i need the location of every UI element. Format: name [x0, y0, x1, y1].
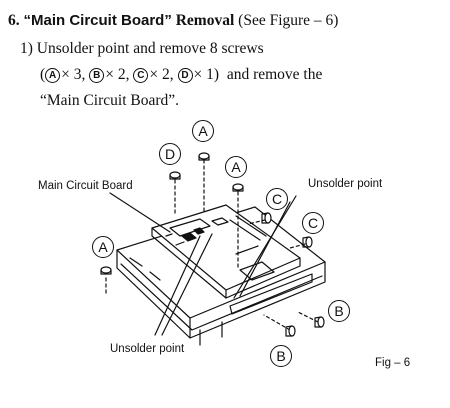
- open-paren: (: [40, 66, 46, 83]
- callout-c-upper: C: [266, 188, 288, 210]
- callout-d-top: D: [159, 143, 181, 165]
- callout-a-top: A: [192, 120, 214, 142]
- section-subtitle: Removal: [175, 12, 235, 29]
- figure-caption: Fig – 6: [375, 357, 411, 369]
- section-title: “Main Circuit Board”: [23, 12, 172, 29]
- screw-b-symbol: B: [89, 68, 105, 83]
- leader-lines: [109, 192, 297, 336]
- label-unsolder-point-bottom: Unsolder point: [110, 343, 185, 355]
- step-line-2: (A× 3, B× 2, C× 2, D× 1) and remove the: [40, 66, 322, 84]
- screw-icons: [100, 152, 325, 337]
- section-heading: 6. “Main Circuit Board” Removal (See Fig…: [8, 12, 338, 30]
- step-text-b: and remove the: [226, 66, 323, 83]
- step-text-a: Unsolder point and remove 8 screws: [36, 40, 264, 57]
- step-line-1: 1) Unsolder point and remove 8 screws: [20, 40, 264, 58]
- callout-a-middle: A: [225, 156, 247, 178]
- section-number: 6.: [8, 12, 20, 29]
- callout-c-lower: C: [302, 212, 324, 234]
- screw-a-symbol: A: [45, 68, 61, 83]
- callout-b-bottom: B: [270, 345, 292, 367]
- callout-a-left: A: [92, 236, 114, 258]
- figure-reference: (See Figure – 6): [238, 12, 339, 29]
- callout-b-right: B: [328, 300, 350, 322]
- screw-paths: [105, 159, 319, 331]
- step-line-3: “Main Circuit Board”.: [40, 92, 179, 110]
- screw-c-symbol: C: [133, 68, 149, 83]
- step-text-c: “Main Circuit Board”.: [40, 92, 180, 109]
- screw-b-count: × 2,: [105, 66, 130, 83]
- screw-c-count: × 2,: [149, 66, 174, 83]
- screw-a-count: × 3,: [61, 66, 86, 83]
- label-unsolder-point-right: Unsolder point: [308, 178, 383, 190]
- step-number: 1): [20, 40, 33, 57]
- screw-d-count: × 1): [193, 66, 220, 83]
- screw-d-symbol: D: [177, 68, 193, 83]
- label-main-circuit-board: Main Circuit Board: [38, 180, 133, 192]
- chassis-drawing: [116, 206, 326, 346]
- circuit-board-drawing: [151, 204, 301, 299]
